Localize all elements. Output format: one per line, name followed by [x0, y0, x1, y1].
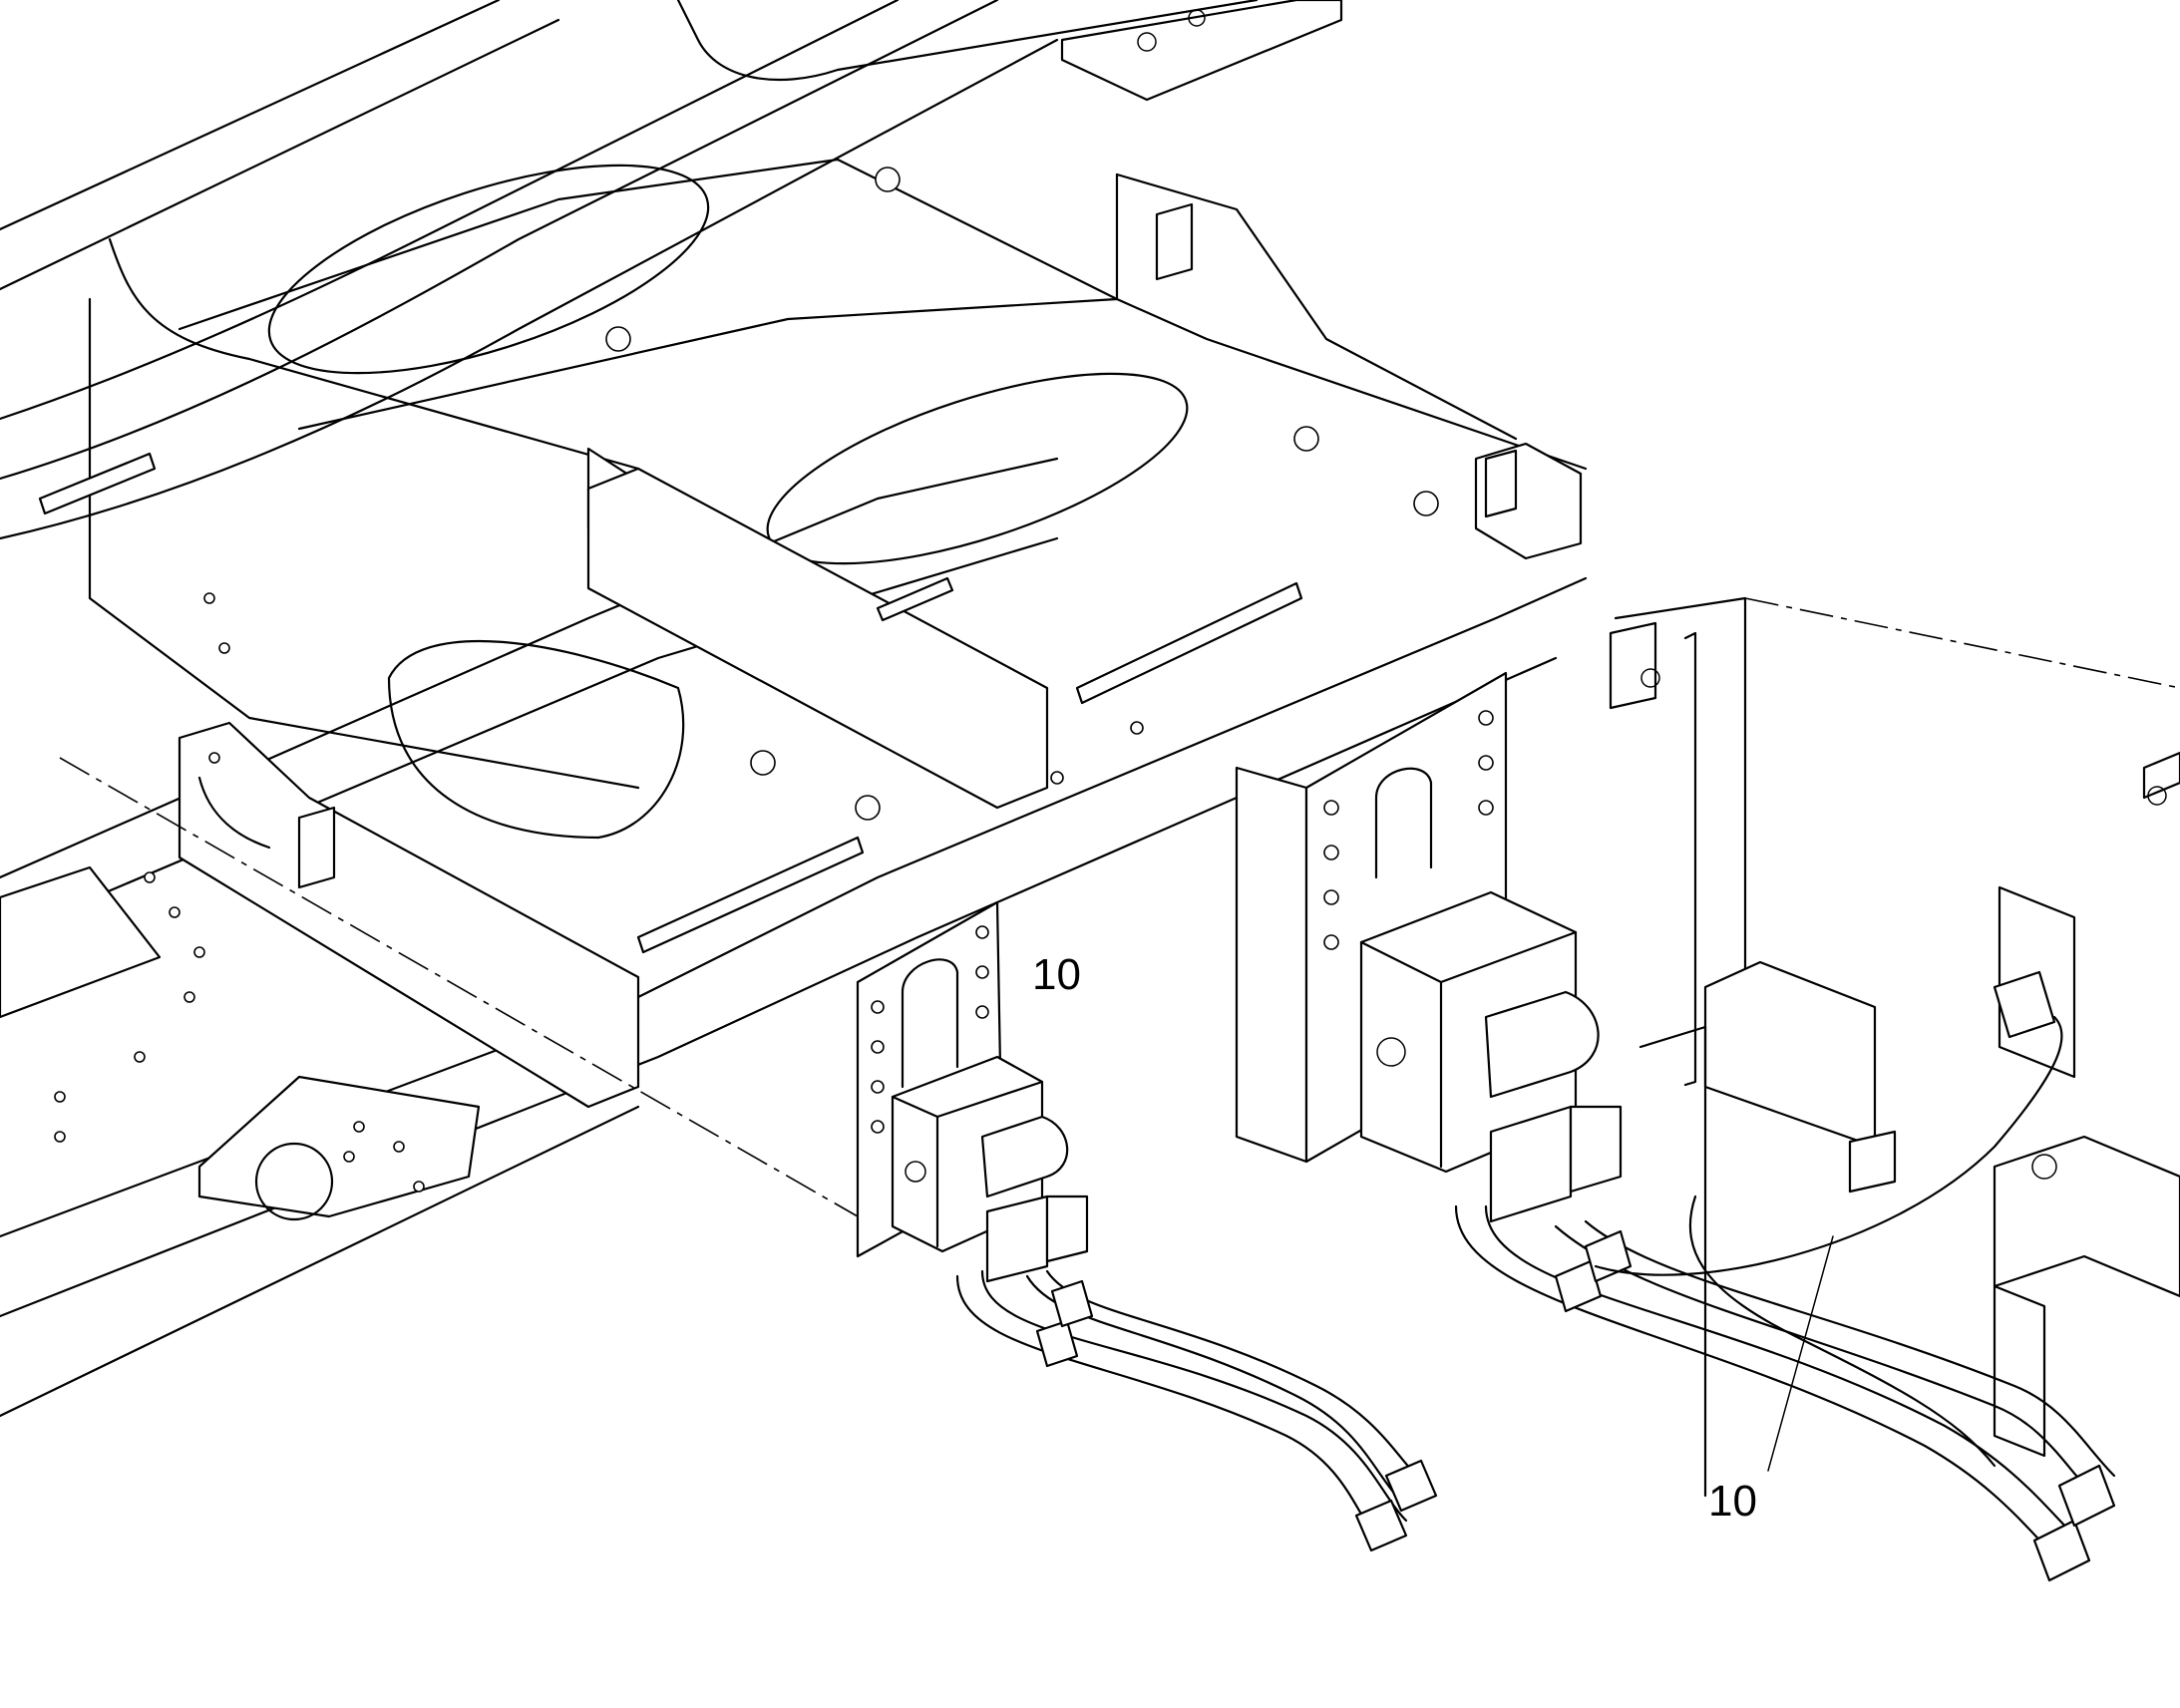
callout-left: 10 [1032, 950, 1081, 999]
valve-assembly-right [1235, 671, 2116, 1582]
frame-holes [54, 167, 1439, 1193]
alignment-leader [59, 757, 859, 1217]
callout-right: 10 [1708, 1235, 1834, 1526]
callout-label: 10 [1032, 950, 1081, 999]
chassis-frame [0, 0, 1588, 1418]
callout-leader-line [1767, 1235, 1834, 1472]
valve-assembly-left [856, 900, 1438, 1552]
callout-label: 10 [1708, 1477, 1757, 1526]
side-panel-assembly [1609, 596, 2180, 1498]
